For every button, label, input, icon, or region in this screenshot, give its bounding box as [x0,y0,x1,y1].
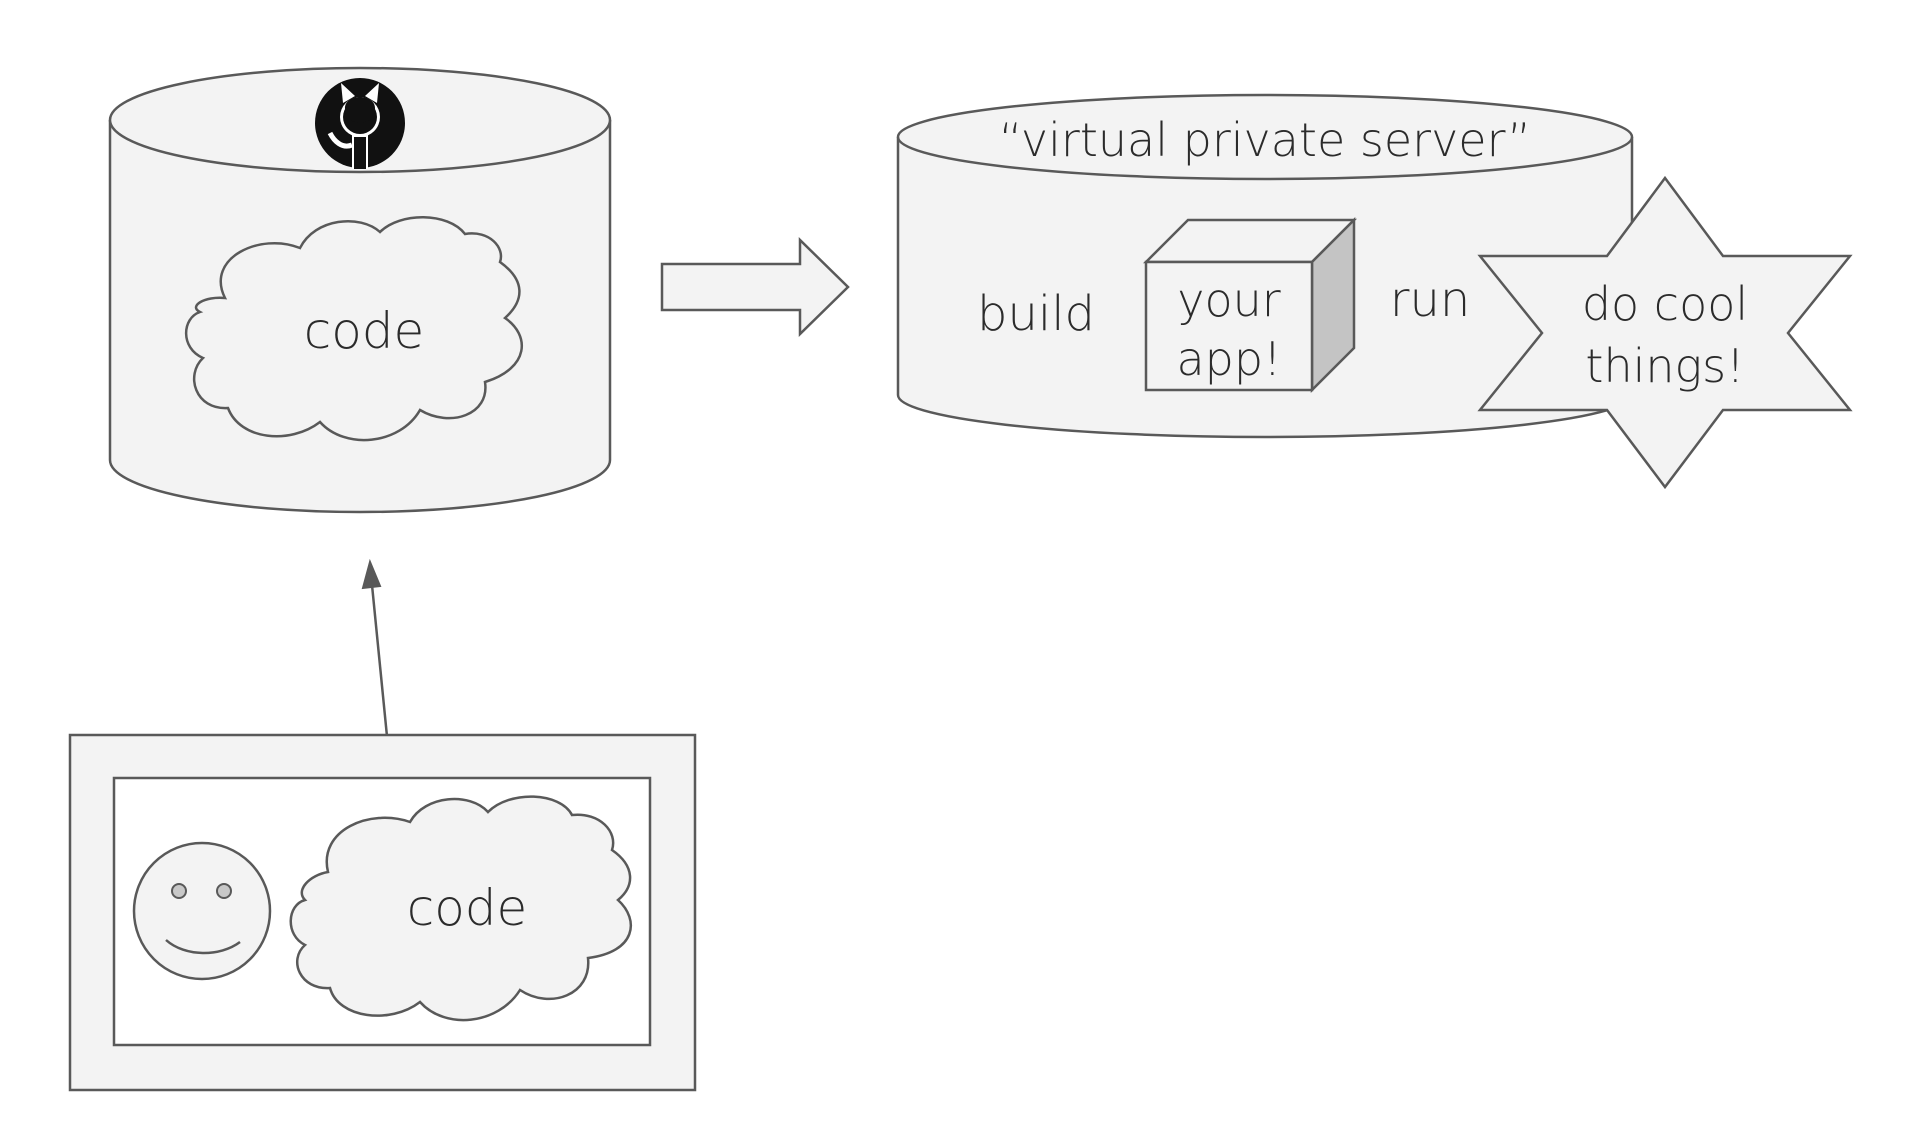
github-repo-cylinder: code [108,66,612,514]
vps-title: “virtual private server” [999,113,1532,167]
smiley-face-icon [132,841,272,981]
local-computer: code [68,733,697,1092]
build-label: build [977,286,1095,342]
run-label: run [1390,272,1471,328]
github-icon [315,78,405,169]
result-line2: things! [1585,339,1744,393]
result-star: do cool things! [1477,175,1853,490]
local-code-label: code [407,879,528,937]
repo-code-label: code [304,302,425,360]
local-code-cloud: code [289,795,633,1022]
app-label-line1: your [1177,273,1281,327]
vps-cylinder: “virtual private server” build your app!… [896,93,1634,439]
result-line1: do cool [1582,277,1748,331]
app-cube: your app! [1142,216,1358,394]
repo-code-cloud: code [185,216,523,442]
app-label-line2: app! [1176,332,1281,386]
deploy-arrow [660,237,850,337]
